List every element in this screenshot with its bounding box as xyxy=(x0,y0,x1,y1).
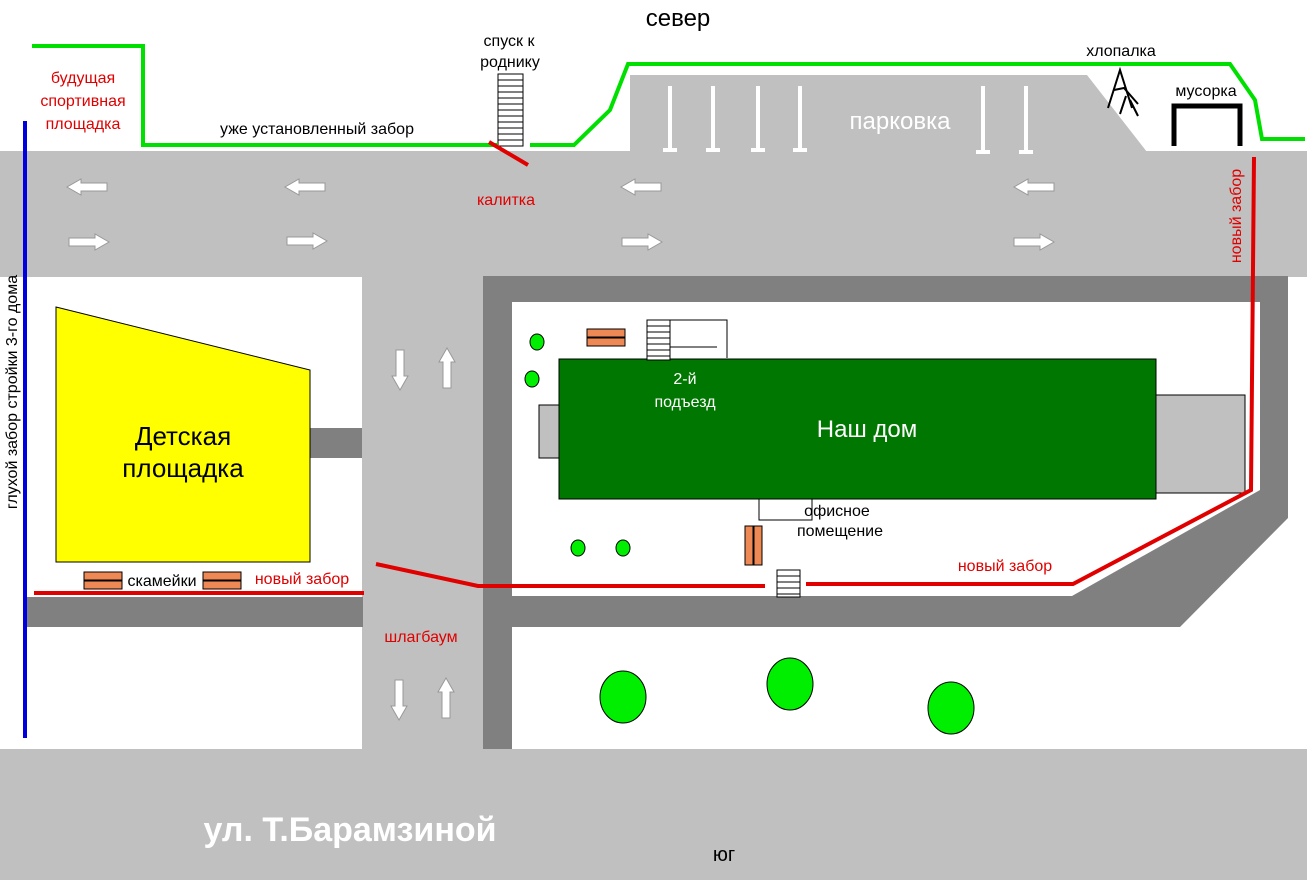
stairs-icon xyxy=(776,569,801,598)
tree-icon xyxy=(599,670,647,724)
bench-icon xyxy=(202,571,242,590)
barrier-label: шлагбаум xyxy=(384,629,457,646)
bench-icon xyxy=(744,525,763,566)
benches xyxy=(83,328,763,590)
new-fence-left-label: новый забор xyxy=(255,571,349,588)
playground-entrance-strip xyxy=(310,428,362,458)
trash-label: мусорка xyxy=(1175,83,1236,100)
tree-icon xyxy=(927,681,975,735)
house-right-annex xyxy=(1154,394,1246,494)
gate-line xyxy=(487,140,530,167)
house-block xyxy=(538,319,1246,521)
yard-enclosure xyxy=(483,276,1288,749)
installed-fence xyxy=(32,44,498,147)
stairs-spring xyxy=(497,73,524,147)
installed-fence xyxy=(530,62,1305,147)
benches-label: скамейки xyxy=(127,573,196,590)
beater-label: хлопалка xyxy=(1086,43,1156,60)
bench-icon xyxy=(83,571,123,590)
spring-label: роднику xyxy=(480,54,540,71)
future-sport-label: будущая xyxy=(51,70,115,87)
entrance-canopy xyxy=(670,319,728,358)
new-fence-barrier xyxy=(375,562,765,588)
our-house xyxy=(558,358,1157,500)
trash-bin-icon xyxy=(1171,103,1243,146)
left-bottom-strip xyxy=(27,597,363,627)
tree-icon xyxy=(570,539,586,557)
tree-icon xyxy=(615,539,631,557)
parking-spots xyxy=(663,86,1033,154)
south-label: юг xyxy=(713,844,735,866)
playground xyxy=(55,306,311,563)
future-sport-label: спортивная xyxy=(40,93,125,110)
parking-label: парковка xyxy=(850,108,952,135)
north-road xyxy=(0,151,1307,277)
house-left-annex xyxy=(538,404,562,459)
blind-fence-label: глухой забор стройки 3-го дома xyxy=(4,275,21,509)
office-label: офисное xyxy=(804,503,870,520)
access-road xyxy=(362,276,483,750)
carpet-beater-icon xyxy=(1107,66,1139,117)
street-road xyxy=(0,749,1307,880)
installed-fence-label: уже установленный забор xyxy=(220,121,414,138)
north-label: север xyxy=(646,5,711,32)
labels: север юг ул. Т.Барамзиной спуск к родник… xyxy=(4,5,1245,866)
stairs-entrance xyxy=(646,319,671,361)
playground-label: Детская xyxy=(135,421,231,451)
our-house-label: Наш дом xyxy=(817,416,917,443)
stairs-icon xyxy=(777,575,800,595)
stairs-icon xyxy=(498,79,523,141)
tree-icon xyxy=(529,333,545,351)
new-fence-right xyxy=(806,156,1256,586)
roads xyxy=(0,75,1307,880)
future-sport-label: площадка xyxy=(46,116,121,133)
tree-icon xyxy=(766,657,814,711)
entrance-label: 2-й xyxy=(673,371,696,388)
entrance-label: подъезд xyxy=(654,394,716,411)
trees xyxy=(524,333,975,735)
new-fence-bottom-label: новый забор xyxy=(958,558,1052,575)
stairs-icon xyxy=(647,325,670,357)
spring-label: спуск к xyxy=(484,33,536,50)
walls xyxy=(27,276,1288,749)
bench-icon xyxy=(586,328,626,347)
office-label: помещение xyxy=(797,523,883,540)
playground-label: площадка xyxy=(122,453,244,483)
gate-label: калитка xyxy=(477,192,535,209)
new-fence-right-label: новый забор xyxy=(1228,169,1245,263)
stairs-office xyxy=(776,569,801,598)
tree-icon xyxy=(524,370,540,388)
street-label: ул. Т.Барамзиной xyxy=(203,811,496,849)
